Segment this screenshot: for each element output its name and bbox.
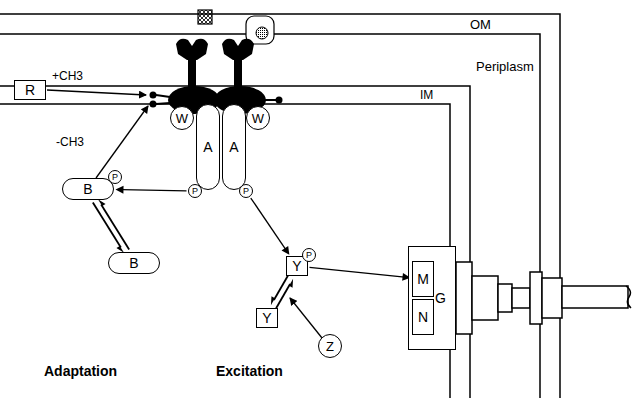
ligand-dot bbox=[256, 27, 268, 39]
node-text: A bbox=[203, 140, 212, 154]
motor-part-box: N bbox=[412, 299, 434, 335]
equilibrium-arrow bbox=[93, 202, 124, 252]
arrowhead bbox=[271, 296, 275, 305]
arrowhead bbox=[282, 246, 290, 255]
arrowhead bbox=[115, 186, 123, 194]
connector-line bbox=[276, 284, 290, 308]
kinase-oval: A bbox=[222, 104, 246, 190]
node-text: A bbox=[229, 140, 238, 154]
reaction-label: +CH3 bbox=[52, 70, 83, 82]
methylation-arrow bbox=[47, 90, 146, 95]
motor-ring bbox=[542, 278, 562, 318]
protein-box: Y bbox=[256, 308, 278, 328]
reaction-arrow bbox=[115, 186, 186, 194]
inner-membrane-line bbox=[0, 86, 470, 398]
methyl-site bbox=[276, 97, 283, 104]
ligand-box bbox=[198, 10, 212, 24]
membranes bbox=[0, 14, 560, 398]
phosphate-circle: P bbox=[188, 184, 202, 198]
section-label: Excitation bbox=[216, 364, 283, 378]
arrows bbox=[47, 90, 322, 338]
receptors bbox=[150, 39, 283, 114]
methyl-stub bbox=[156, 103, 170, 104]
reaction-arrow bbox=[309, 267, 410, 281]
reaction-arrow bbox=[251, 198, 290, 255]
node-text: Z bbox=[326, 340, 334, 353]
methyl-stub bbox=[156, 95, 170, 97]
protein-circle: W bbox=[170, 106, 194, 130]
node-text: Y bbox=[262, 311, 271, 325]
dephosphorylation-arrow bbox=[290, 298, 322, 338]
phosphate-circle: P bbox=[302, 248, 316, 262]
receptor-head bbox=[222, 39, 254, 60]
region-label: Periplasm bbox=[476, 60, 534, 73]
node-text: R bbox=[25, 83, 35, 97]
methyl-site bbox=[150, 101, 157, 108]
motor-box: GM N bbox=[408, 246, 456, 350]
receptor-head bbox=[176, 39, 208, 60]
ligands bbox=[198, 10, 274, 44]
node-text: P bbox=[306, 251, 312, 260]
node-text: P bbox=[112, 173, 118, 182]
protein-oval: B bbox=[108, 252, 160, 274]
protein-box: R bbox=[14, 80, 46, 100]
arrowhead bbox=[98, 199, 106, 206]
demethylation-arrow bbox=[96, 106, 148, 178]
inner-membrane-line bbox=[0, 104, 450, 398]
connector-line bbox=[251, 198, 286, 250]
kinase-oval: A bbox=[196, 104, 220, 190]
protein-circle: Z bbox=[318, 334, 342, 358]
connector-line bbox=[274, 276, 288, 300]
node-text: N bbox=[418, 310, 428, 324]
phosphate-circle: P bbox=[108, 170, 122, 184]
motor-ring bbox=[530, 272, 542, 324]
outer-membrane-line bbox=[0, 14, 560, 398]
motor-ring bbox=[456, 262, 472, 334]
flagellum-end bbox=[626, 286, 631, 308]
node-text: W bbox=[252, 112, 264, 125]
motor-part-box: M bbox=[412, 261, 434, 297]
flagellar-hook bbox=[562, 286, 628, 308]
connector-line bbox=[93, 202, 121, 247]
connector-line bbox=[121, 190, 186, 191]
equilibrium-arrow bbox=[276, 279, 293, 308]
methyl-site bbox=[150, 92, 157, 99]
node-text: B bbox=[83, 182, 92, 196]
protein-oval: B bbox=[62, 178, 114, 200]
node-text: B bbox=[129, 256, 138, 270]
connector-line bbox=[101, 204, 129, 249]
protein-circle: W bbox=[246, 106, 270, 130]
reaction-label: -CH3 bbox=[56, 136, 84, 148]
motor bbox=[456, 262, 631, 334]
equilibrium-arrow bbox=[98, 199, 129, 249]
section-label: Adaptation bbox=[44, 364, 117, 378]
node-text: P bbox=[192, 187, 198, 196]
arrowhead bbox=[289, 279, 293, 288]
node-text: Y bbox=[292, 259, 301, 273]
motor-ring bbox=[472, 276, 498, 320]
phosphate-circle: P bbox=[239, 184, 253, 198]
node-text: G bbox=[435, 291, 446, 305]
outer-membrane-line bbox=[0, 34, 540, 398]
methyl-stub bbox=[264, 99, 276, 101]
node-text: M bbox=[417, 272, 429, 286]
connector-line bbox=[309, 267, 404, 277]
node-text: P bbox=[243, 187, 249, 196]
node-text: W bbox=[176, 112, 188, 125]
membrane-label: OM bbox=[470, 18, 491, 31]
membrane-label: IM bbox=[420, 89, 433, 101]
motor-rod bbox=[512, 288, 530, 308]
motor-ring bbox=[498, 284, 512, 312]
